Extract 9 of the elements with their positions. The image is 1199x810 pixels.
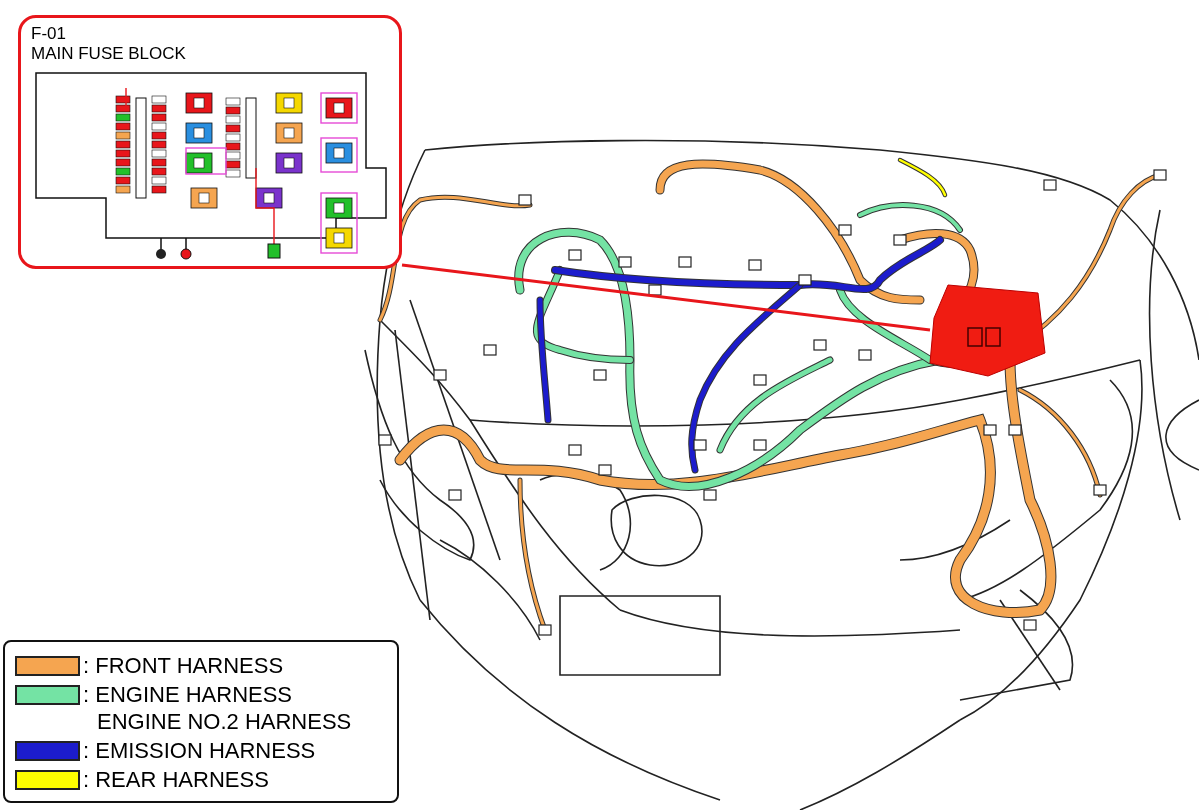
legend-label: : REAR HARNESS <box>83 766 270 793</box>
fuse-block-highlight <box>928 283 1046 378</box>
panel-title: MAIN FUSE BLOCK <box>31 44 186 64</box>
inset-panel <box>18 15 402 269</box>
legend-label: : EMISSION HARNESS <box>83 737 317 764</box>
leader-line <box>401 263 931 332</box>
legend-label: : ENGINE HARNESS ENGINE NO.2 HARNESS <box>83 681 353 735</box>
legend-label: : FRONT HARNESS <box>83 652 285 679</box>
panel-code: F-01 <box>31 24 66 44</box>
